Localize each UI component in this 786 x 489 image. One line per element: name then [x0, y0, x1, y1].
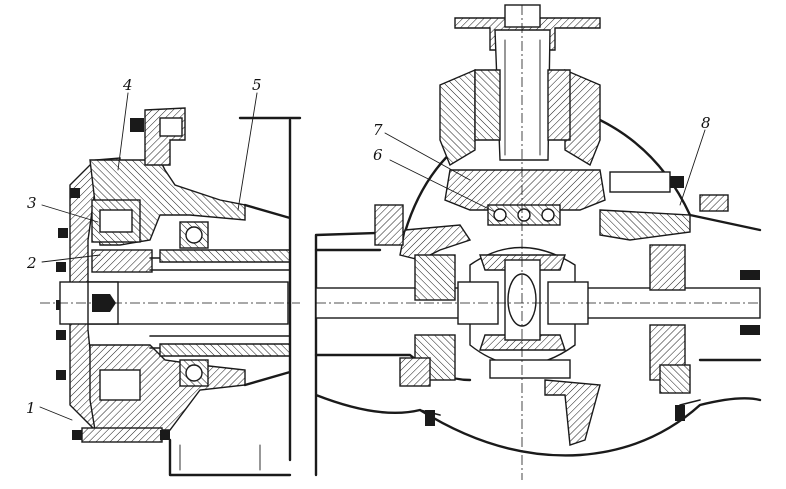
left-adjusting-nut	[399, 357, 431, 387]
differential-housing-shell	[314, 118, 762, 477]
ring-gear	[91, 249, 153, 273]
callout-4: 4	[122, 76, 133, 94]
leader-4	[117, 92, 129, 171]
housing-base	[168, 438, 292, 477]
pinion-right-bearing	[547, 69, 571, 141]
wheel-hub-assembly	[40, 107, 302, 477]
side-bolt	[609, 171, 671, 193]
bearing-rollers	[493, 208, 555, 222]
lower-rib	[544, 379, 601, 446]
callout-7: 7	[373, 121, 383, 139]
right-adjusting-nut	[659, 364, 691, 394]
bottom-flange	[81, 427, 163, 443]
leader-8	[679, 129, 706, 206]
left-differential-bearing	[414, 254, 456, 301]
driven-bevel-gear	[444, 169, 606, 211]
main-drive-assembly	[314, 4, 762, 480]
lower-thrust-washer	[489, 359, 571, 379]
axle-tube-upper-wall	[159, 249, 291, 263]
callout-5: 5	[252, 76, 262, 94]
lower-planet-pin	[99, 369, 141, 401]
leader-1	[39, 406, 73, 421]
right-differential-bearing	[649, 244, 686, 291]
callout-labels: 1 2 3 4 5 6 7 8	[26, 76, 711, 417]
differential-carrier	[399, 224, 472, 261]
leader-3	[41, 204, 99, 223]
leader-5	[237, 92, 258, 211]
leader-7	[384, 132, 471, 181]
bracket-bolt	[130, 118, 144, 132]
pinion-left-bearing	[474, 69, 501, 141]
callout-2: 2	[26, 254, 37, 272]
callout-3: 3	[27, 194, 37, 212]
planet-pin	[99, 209, 133, 233]
callout-6: 6	[373, 146, 383, 164]
leader-2	[41, 254, 101, 263]
axle-housing-outline	[238, 116, 302, 462]
callout-1: 1	[26, 399, 36, 417]
axle-tube-lower-wall	[159, 343, 291, 357]
pinion-bearing-cage	[439, 68, 476, 167]
flange-nut	[504, 4, 541, 28]
bracket-nut	[159, 117, 183, 137]
left-mount	[374, 204, 404, 246]
callout-8: 8	[701, 114, 711, 132]
leader-6	[389, 159, 496, 213]
drive-pinion-shaft	[494, 29, 551, 161]
lower-side-gear	[479, 334, 566, 351]
right-cover-plate	[699, 194, 729, 212]
leader-lines	[39, 92, 706, 421]
